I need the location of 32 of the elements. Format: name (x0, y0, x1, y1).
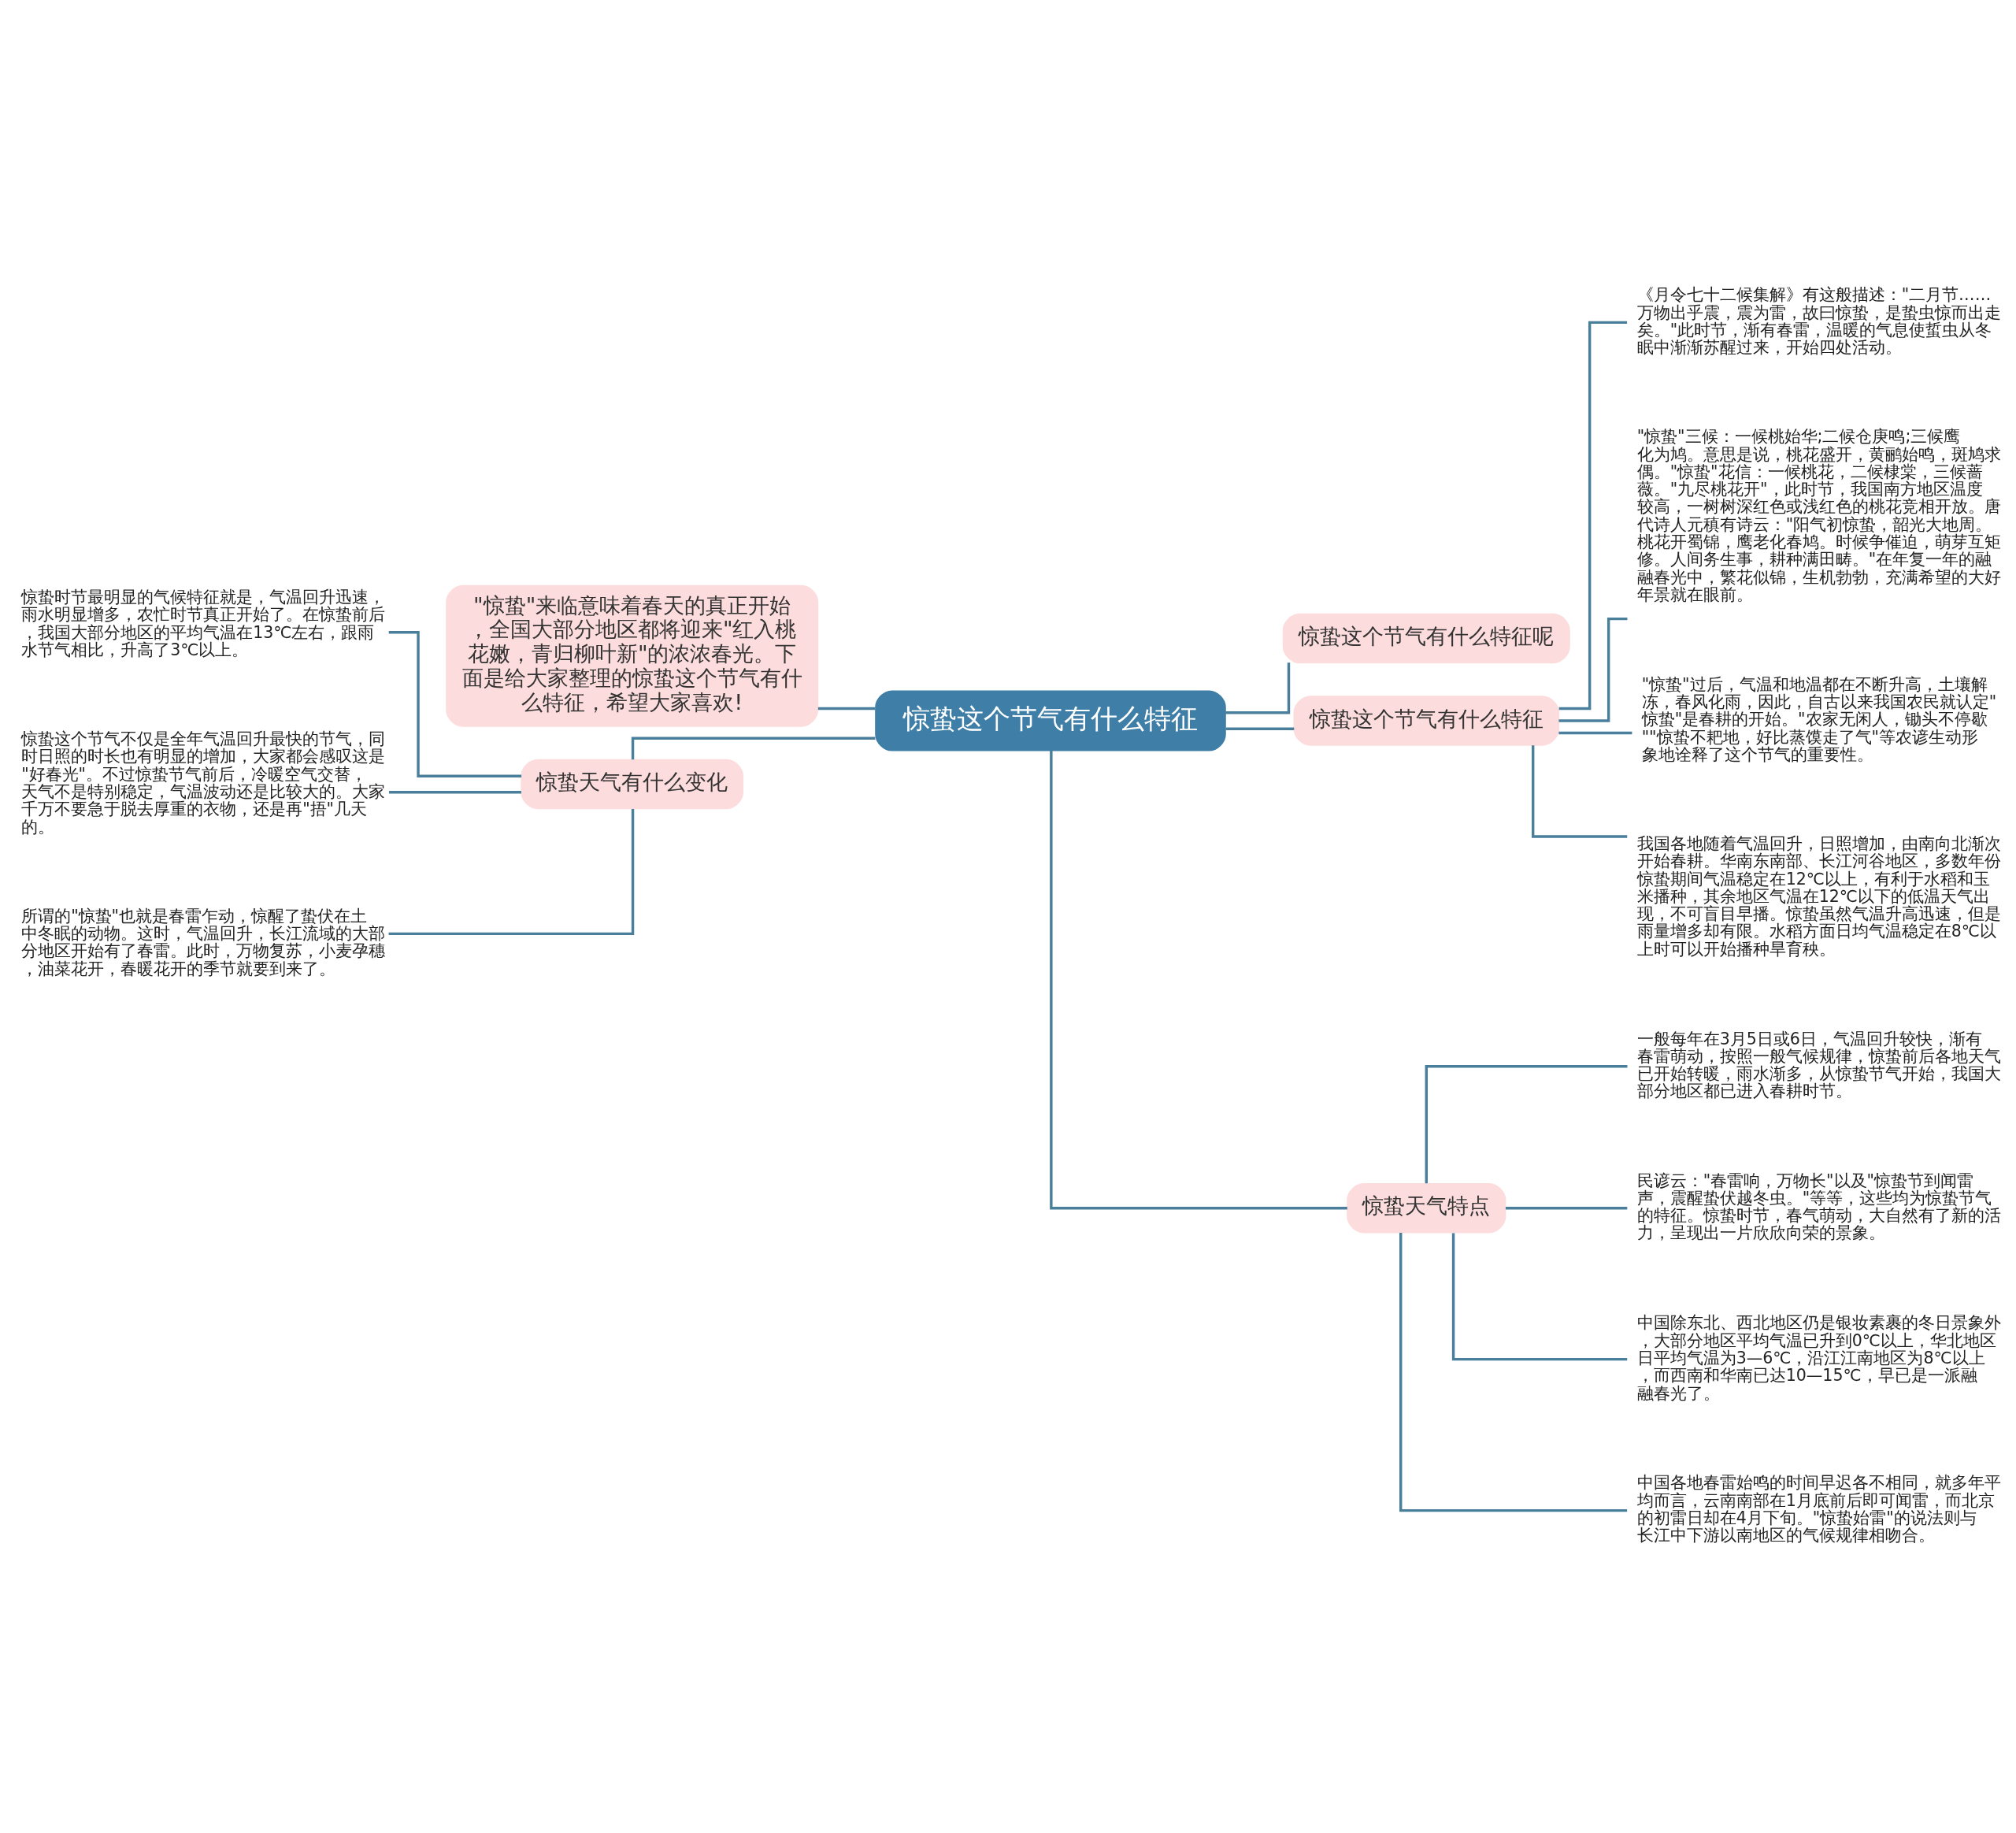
node-text: 中国除东北、西北地区仍是银妆素裹的冬日景象外，大部分地区平均气温已升到0℃以上，华北地区日平均气温为3—6℃，沿江江南地区为8℃以上，而西南和华南已达10—15℃，早已是一派融融春光了。 (1636, 1313, 2001, 1403)
connector (389, 791, 521, 794)
node-box: 惊蛰这个节气有什么特征 (1293, 696, 1560, 746)
connector (1225, 727, 1295, 730)
node-text: 《月令七十二候集解》有这般描述："二月节……万物出乎震，震为雷，故曰惊蛰，是蛰虫惊而出走矣。"此时节，渐有春雷，温暖的气息使蜇虫从冬眠中渐渐苏醒过来，开始四处活动。 (1636, 285, 2001, 358)
node-text: 惊蛰这个节气不仅是全年气温回升最快的节气，同时日照的时长也有明显的增加，大家都会感叹这是"好春光"。不过惊蛰节气前后，冷暖空气交替，天气不是特别稳定，气温波动还是比较大的。大家千万不要急于脱去厚重的衣物，还是再"捂"几天的。 (21, 729, 386, 837)
node-text: 惊蛰时节最明显的气候特征就是，气温回升迅速，雨水明显增多，农忙时节真正开始了。在惊蛰前后，我国大部分地区的平均气温在13℃左右，跟雨水节气相比，升高了3℃以上。 (21, 588, 386, 660)
node-box: 惊蛰天气有什么变化 (521, 759, 744, 810)
node-text: 中国各地春雷始鸣的时间早迟各不相同，就多年平均而言，云南南部在1月底前后即可闻雷，而北京的初雷日却在4月下旬。"惊蛰始雷"的说法则与长江中下游以南地区的气候规律相吻合。 (1636, 1473, 2001, 1545)
node-box: 惊蛰这个节气有什么特征 (875, 690, 1226, 751)
connector (1425, 1065, 1628, 1184)
node-text: 一般每年在3月5日或6日，气温回升较快，渐有春雷萌动，按照一般气候规律，惊蛰前后各地天气已开始转暖，雨水渐多，从惊蛰节气开始，我国大部分地区都已进入春耕时节。 (1636, 1029, 2001, 1101)
node-text: 所谓的"惊蛰"也就是春雷乍动，惊醒了蛰伏在土中冬眠的动物。这时，气温回升，长江流域的大部分地区开始有了春雷。此时，万物复苏，小麦孕穗，油菜花开，春暖花开的季节就要到来了。 (21, 906, 386, 978)
node-text: "惊蛰"三候：一候桃始华;二候仓庚鸣;三候鹰化为鸠。意思是说，桃花盛开，黄鹂始鸣，斑鸠求偶。"惊蛰"花信：一候桃花，二候棣棠，三候蔷薇。"九尽桃花开"，此时节，我国南方地区温度较高，一树树深红色或浅红色的桃花竞相开放。唐代诗人元稹有诗云："阳气初惊蛰，韶光大地周。桃花开蜀锦，鹰老化春鸠。时候争催迫，萌芽互矩修。人间务生事，耕种满田畴。"在年复一年的融融春光中，繁花似锦，生机勃勃，充满希望的大好年景就在眼前。 (1636, 427, 2001, 604)
connector (1451, 1233, 1628, 1361)
connector (1225, 662, 1291, 714)
node-box: 惊蛰天气特点 (1347, 1183, 1506, 1234)
connector (1558, 617, 1628, 722)
connector (1505, 1206, 1628, 1210)
node-text: 民谚云："春雷响，万物长"以及"惊蛰节到闻雷声，震醒蛰伏越冬虫。"等等，这些均为惊蛰节气的特征。惊蛰时节，春气萌动，大自然有了新的活力，呈现出一片欣欣向荣的景象。 (1636, 1171, 2001, 1243)
node-text: "惊蛰"过后，气温和地温都在不断升高，土壤解冻，春风化雨，因此，自古以来我国农民就认定"惊蛰"是春耕的开始。"农家无闲人，锄头不停歇""惊蛰不耙地，好比蒸馍走了气"等农谚生动形象地诠释了这个节气的重要性。 (1641, 674, 1997, 764)
node-text: 我国各地随着气温回升，日照增加，由南向北渐次开始春耕。华南东南部、长江河谷地区，多数年份惊蛰期间气温稳定在12℃以上，有利于水稻和玉米播种，其余地区气温在12℃以下的低温天气出现，不可盲目早播。惊蛰虽然气温升高迅速，但是雨量增多却有限。水稻方面日均气温稳定在8℃以上时可以开始播种旱育秧。 (1636, 833, 2001, 959)
node-box: "惊蛰"来临意味着春天的真正开始，全国大部分地区都将迎来"红入桃花嫩，青归柳叶新"的浓浓春光。下面是给大家整理的惊蛰这个节气有什么特征，希望大家喜欢! (446, 584, 819, 727)
connector (1531, 745, 1628, 838)
connector (817, 707, 876, 711)
connector (631, 737, 876, 760)
connector (388, 808, 635, 936)
connector (1399, 1233, 1628, 1512)
connector (1558, 731, 1632, 735)
connector (1050, 750, 1347, 1210)
connector (1558, 321, 1628, 711)
node-box: 惊蛰这个节气有什么特征呢 (1282, 613, 1570, 664)
